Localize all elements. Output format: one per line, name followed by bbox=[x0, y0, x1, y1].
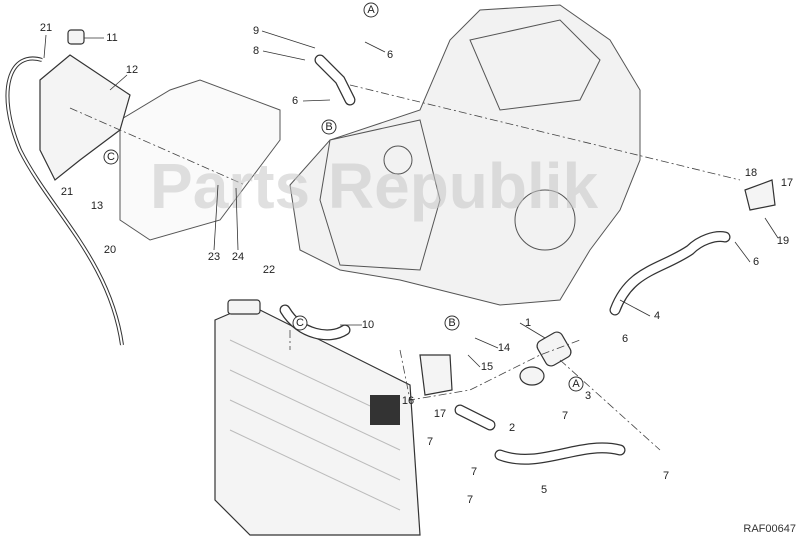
hoses bbox=[279, 54, 731, 465]
callout-7a: 7 bbox=[562, 410, 568, 422]
callout-7d: 7 bbox=[663, 470, 669, 482]
callout-6c: 6 bbox=[753, 256, 759, 268]
radiator-fin-block bbox=[370, 395, 400, 425]
callout-5: 5 bbox=[541, 484, 547, 496]
callout-17a: 17 bbox=[781, 177, 793, 189]
expansion-tank bbox=[39, 54, 131, 181]
frame-illustration bbox=[119, 79, 281, 241]
callout-labels: 21 11 12 21 13 20 9 8 6 6 23 24 22 10 18… bbox=[40, 22, 793, 506]
callout-19: 19 bbox=[777, 235, 789, 247]
callout-12: 12 bbox=[126, 64, 138, 76]
bleed-fitting bbox=[419, 354, 453, 396]
center-lines bbox=[69, 84, 741, 451]
callout-20: 20 bbox=[104, 244, 116, 256]
drawing-code: RAF00647 bbox=[743, 523, 796, 535]
callout-21: 21 bbox=[40, 22, 52, 34]
callout-7b: 7 bbox=[471, 466, 477, 478]
radiator bbox=[214, 299, 421, 536]
callout-10: 10 bbox=[362, 319, 374, 331]
callout-15: 15 bbox=[481, 361, 493, 373]
callout-6b: 6 bbox=[292, 95, 298, 107]
callout-3: 3 bbox=[585, 390, 591, 402]
callout-8: 8 bbox=[253, 45, 259, 57]
callout-6a: 6 bbox=[387, 49, 393, 61]
callout-7e: 7 bbox=[427, 436, 433, 448]
engine-illustration bbox=[289, 4, 641, 306]
tank-cap bbox=[67, 29, 85, 45]
watermark: Parts Republik bbox=[150, 150, 599, 222]
ref-letter-b: B bbox=[325, 121, 332, 133]
callout-2: 2 bbox=[509, 422, 515, 434]
callout-13: 13 bbox=[91, 200, 103, 212]
callout-4: 4 bbox=[654, 310, 660, 322]
ref-letter-c: C bbox=[107, 151, 115, 163]
ref-letter-b2: B bbox=[448, 317, 455, 329]
callout-24: 24 bbox=[232, 251, 244, 263]
callout-9: 9 bbox=[253, 25, 259, 37]
callout-14: 14 bbox=[498, 342, 510, 354]
callout-16: 16 bbox=[402, 395, 414, 407]
callout-21b: 21 bbox=[61, 186, 73, 198]
callout-18: 18 bbox=[745, 167, 757, 179]
callout-1: 1 bbox=[525, 317, 531, 329]
ref-letter-a: A bbox=[367, 4, 375, 16]
radiator-cap bbox=[227, 299, 261, 315]
outlet-fitting bbox=[744, 179, 776, 211]
ref-letter-c2: C bbox=[296, 317, 304, 329]
ref-letter-a2: A bbox=[572, 378, 580, 390]
callout-6d: 6 bbox=[622, 333, 628, 345]
leader-lines bbox=[43, 30, 779, 368]
reference-letters: C A B C B A bbox=[103, 2, 584, 392]
callout-7c: 7 bbox=[467, 494, 473, 506]
callout-23: 23 bbox=[208, 251, 220, 263]
callout-11: 11 bbox=[106, 32, 117, 44]
callout-22: 22 bbox=[263, 264, 275, 276]
callout-17b: 17 bbox=[434, 408, 446, 420]
seal-ring bbox=[519, 366, 545, 386]
